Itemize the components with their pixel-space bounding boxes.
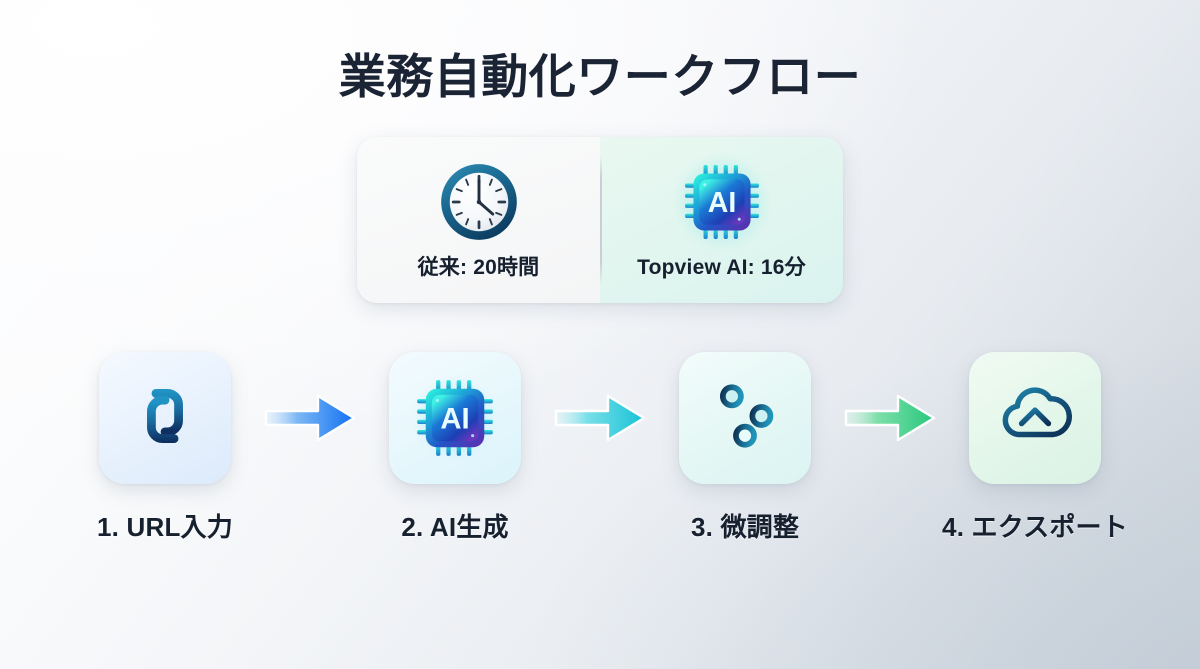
- ai-chip-icon: AI: [680, 159, 764, 245]
- step-1-card[interactable]: [99, 352, 231, 484]
- ai-chip-icon: AI: [412, 375, 498, 461]
- cloud-upload-icon: [993, 374, 1077, 463]
- step-url-input[interactable]: 1. URL入力: [90, 352, 240, 544]
- step-3-label: 3. 微調整: [690, 512, 800, 542]
- comparison-ai-label: Topview AI: 16分: [637, 256, 806, 279]
- chip-text: AI: [440, 403, 469, 435]
- page-title: 業務自動化ワークフロー: [338, 50, 862, 103]
- step-ai-generate[interactable]: AI 2. AI生成: [380, 352, 530, 544]
- step-2-label: 2. AI生成: [401, 512, 509, 542]
- chip-text: AI: [707, 187, 736, 219]
- sliders-icon: [704, 375, 786, 462]
- arrow-step3-to-step4: [838, 352, 942, 484]
- link-icon: [125, 376, 205, 461]
- step-2-card[interactable]: AI: [389, 352, 521, 484]
- comparison-legacy-panel: 従来: 20時間: [357, 137, 600, 303]
- arrow-step2-to-step3: [548, 352, 652, 484]
- workflow-steps: 1. URL入力: [90, 352, 1128, 544]
- comparison-divider: [600, 155, 602, 285]
- step-1-label: 1. URL入力: [97, 512, 233, 542]
- comparison-legacy-label: 従来: 20時間: [417, 256, 540, 279]
- step-4-card[interactable]: [969, 352, 1101, 484]
- step-fine-tune[interactable]: 3. 微調整: [670, 352, 820, 544]
- arrow-step1-to-step2: [258, 352, 362, 484]
- step-3-card[interactable]: [679, 352, 811, 484]
- comparison-ai-panel: AI Topview AI: 16分: [600, 137, 843, 303]
- clock-icon: [436, 159, 522, 245]
- step-4-label: 4. エクスポート: [942, 512, 1128, 542]
- step-export[interactable]: 4. エクスポート: [942, 352, 1128, 544]
- comparison-card: 従来: 20時間: [357, 137, 843, 303]
